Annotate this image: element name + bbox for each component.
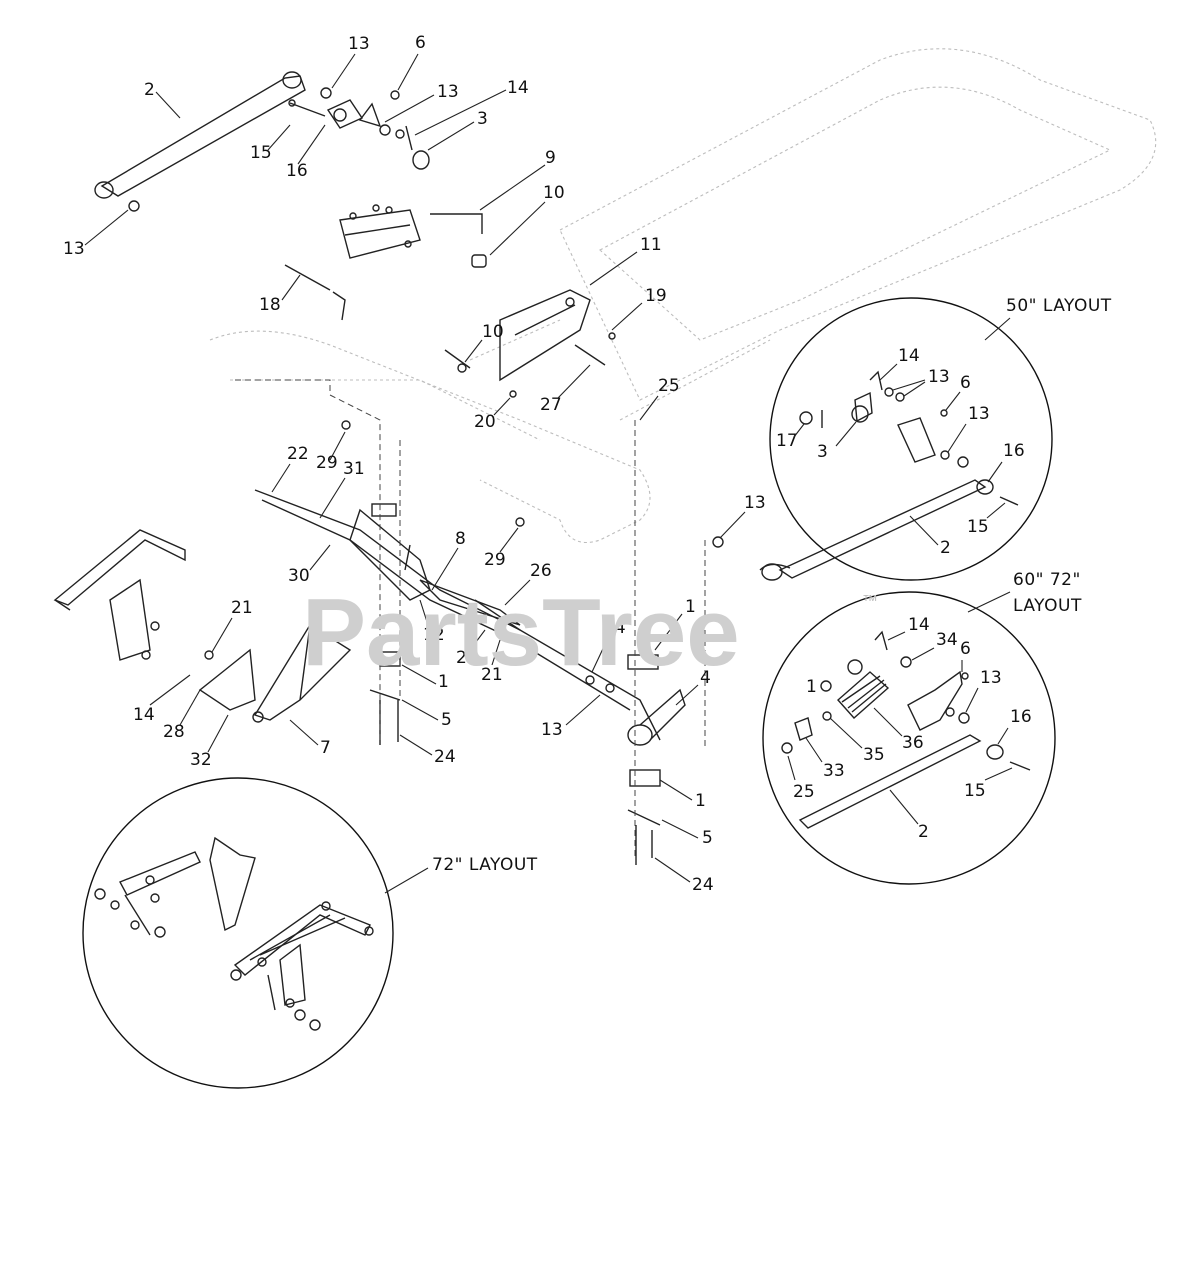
inset-60-72-callout: 36 [902, 733, 924, 753]
callout-label: 12 [423, 625, 445, 645]
callout-label: 24 [692, 875, 714, 895]
inset-60-72-callout: 14 [908, 615, 930, 635]
inset-72-layout: 72" LAYOUT [82, 777, 538, 1089]
inset-50-callout: 13 [968, 404, 990, 424]
inset-60-72-callout: 35 [863, 745, 885, 765]
reference-lines [235, 379, 706, 860]
deck-hanger-arms [53, 529, 352, 723]
callout-label: 31 [343, 459, 365, 479]
side-rod [712, 536, 791, 581]
inset-50-callout: 3 [817, 442, 828, 462]
top-linkage-rod [94, 71, 430, 212]
inset-60-72-callout: 16 [1010, 707, 1032, 727]
callout-label: 7 [320, 738, 331, 758]
callout-label: 14 [604, 618, 626, 638]
callout-label: 11 [640, 235, 662, 255]
inset-50-callout: 15 [967, 517, 989, 537]
callout-label: 10 [482, 322, 504, 342]
inset-60-72-callout: 15 [964, 781, 986, 801]
callout-label: 8 [455, 529, 466, 549]
callout-label: 13 [437, 82, 459, 102]
inset-60-72-title-line1: 60" 72" [1013, 570, 1081, 590]
callout-label: 21 [231, 598, 253, 618]
callout-label: 10 [543, 183, 565, 203]
callout-label: 1 [695, 791, 706, 811]
callout-label: 27 [540, 395, 562, 415]
inset-60-72-title-line2: LAYOUT [1013, 596, 1082, 616]
callout-label: 24 [434, 747, 456, 767]
inset-72-title: 72" LAYOUT [432, 855, 538, 875]
inset-60-72-callout: 1 [806, 677, 817, 697]
inset-50-callout: 6 [960, 373, 971, 393]
callout-label: 25 [658, 376, 680, 396]
callout-label: 14 [133, 705, 155, 725]
inset-60-72-callout: 13 [980, 668, 1002, 688]
inset-60-72-layout: 60" 72" LAYOUT 14 34 6 1 13 16 33 35 36 [762, 570, 1082, 885]
main-callouts: 13 6 13 14 2 3 15 16 13 9 10 11 18 19 10… [63, 33, 766, 895]
callout-label: 18 [259, 295, 281, 315]
callout-label: 5 [702, 828, 713, 848]
callout-label: 13 [348, 34, 370, 54]
inset-60-72-callout: 33 [823, 761, 845, 781]
callout-label: 22 [287, 444, 309, 464]
inset-60-72-callout: 25 [793, 782, 815, 802]
callout-label: 16 [286, 161, 308, 181]
watermark-trademark: ™ [862, 593, 878, 610]
callout-label: 13 [541, 720, 563, 740]
frame-ghost [209, 48, 1157, 544]
callout-label: 26 [530, 561, 552, 581]
callout-label: 30 [288, 566, 310, 586]
callout-label: 20 [474, 412, 496, 432]
callout-label: 29 [316, 453, 338, 473]
inset-50-title: 50" LAYOUT [1006, 296, 1112, 316]
callout-label: 21 [481, 665, 503, 685]
watermark-text: PartsTree [302, 579, 740, 686]
adjustment-plates [284, 204, 616, 398]
inset-50-callout: 17 [776, 431, 798, 451]
watermark: PartsTree ™ [302, 579, 878, 686]
callout-label: 14 [507, 78, 529, 98]
inset-50-callout: 13 [928, 367, 950, 387]
callout-label: 2 [144, 80, 155, 100]
inset-60-72-callout: 6 [960, 639, 971, 659]
callout-label: 4 [700, 668, 711, 688]
callout-label: 32 [190, 750, 212, 770]
callout-label: 3 [477, 109, 488, 129]
callout-label: 9 [545, 148, 556, 168]
callout-label: 5 [441, 710, 452, 730]
callout-label: 13 [744, 493, 766, 513]
callout-label: 29 [484, 550, 506, 570]
inset-50-layout: 50" LAYOUT 14 13 6 13 17 3 16 15 2 [769, 296, 1112, 581]
callout-label: 19 [645, 286, 667, 306]
inset-50-callout: 16 [1003, 441, 1025, 461]
callout-label: 6 [415, 33, 426, 53]
callout-label: 1 [438, 672, 449, 692]
callout-label: 23 [456, 648, 478, 668]
callout-label: 13 [63, 239, 85, 259]
callout-label: 15 [250, 143, 272, 163]
inset-60-72-callout: 34 [936, 630, 958, 650]
callout-label: 1 [685, 597, 696, 617]
inset-50-callout: 2 [940, 538, 951, 558]
inset-60-72-callout: 2 [918, 822, 929, 842]
callout-label: 28 [163, 722, 185, 742]
lower-lift-assembly [254, 420, 686, 865]
inset-50-callout: 14 [898, 346, 920, 366]
